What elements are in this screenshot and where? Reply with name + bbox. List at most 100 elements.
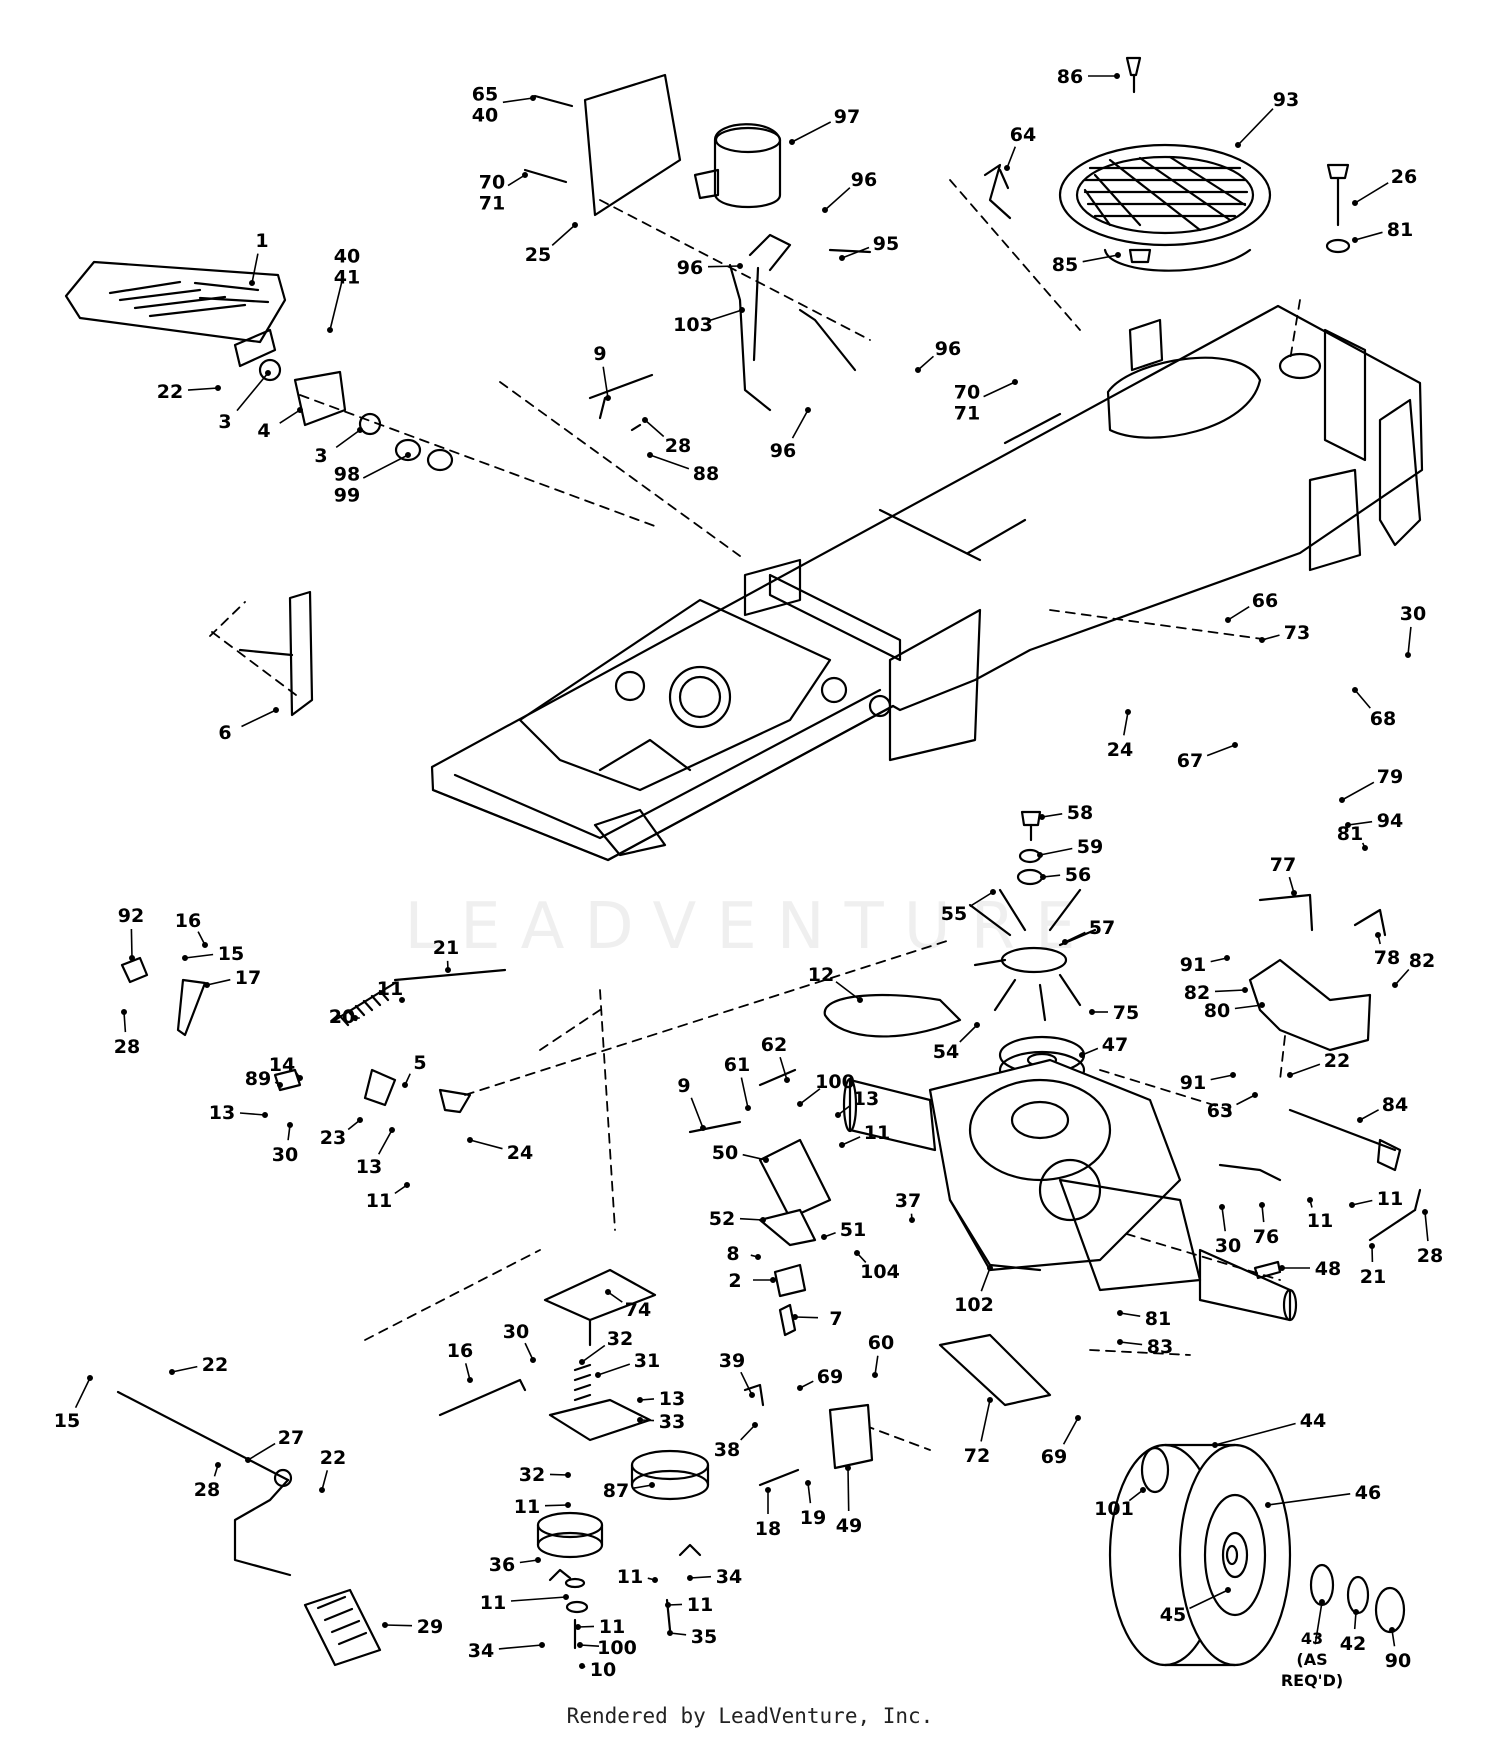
leader-tip-c28c bbox=[1422, 1209, 1429, 1216]
callout-label-c1: 1 bbox=[255, 230, 268, 252]
callout-label-c8: 8 bbox=[726, 1243, 739, 1265]
leader-tip-c62 bbox=[783, 1077, 790, 1084]
leader-line-c31 bbox=[597, 1363, 631, 1376]
callout-label-c11j: 11 bbox=[687, 1594, 713, 1616]
leader-line-c68 bbox=[1354, 689, 1371, 709]
leader-tip-c51 bbox=[820, 1234, 827, 1241]
leader-tip-c19 bbox=[804, 1480, 811, 1487]
callout-label-line: 38 bbox=[714, 1439, 740, 1461]
leader-line-c17 bbox=[206, 978, 231, 986]
leader-line-c22c bbox=[171, 1365, 198, 1373]
leader-tip-c73 bbox=[1259, 636, 1266, 643]
callout-label-line: 16 bbox=[447, 1340, 473, 1362]
callout-label-c28d: 28 bbox=[194, 1479, 220, 1501]
callout-label-c13a: 13 bbox=[209, 1102, 235, 1124]
callout-label-line: 66 bbox=[1252, 590, 1278, 612]
lever-23-24 bbox=[273, 1068, 472, 1114]
callout-label-c33: 33 bbox=[659, 1411, 685, 1433]
callout-label-line: 56 bbox=[1065, 864, 1091, 886]
callout-label-line: 104 bbox=[860, 1261, 900, 1283]
callout-label-c101: 101 bbox=[1094, 1498, 1134, 1520]
callout-label-c22a: 22 bbox=[157, 381, 183, 403]
callout-label-line: 67 bbox=[1177, 750, 1203, 772]
callout-label-c36: 36 bbox=[489, 1554, 515, 1576]
leader-line-c96b bbox=[707, 265, 741, 268]
leader-tip-c65-40 bbox=[529, 95, 536, 102]
callout-label-c102: 102 bbox=[954, 1294, 994, 1316]
callout-label-c96d: 96 bbox=[770, 440, 796, 462]
link-76 bbox=[1218, 1163, 1282, 1182]
leader-tip-c80 bbox=[1259, 1001, 1266, 1008]
leader-tip-c11i bbox=[574, 1624, 581, 1631]
callout-label-line: 89 bbox=[245, 1068, 271, 1090]
brackets-34 bbox=[548, 1543, 702, 1582]
leader-tip-c57 bbox=[1062, 938, 1069, 945]
callout-label-line: 49 bbox=[836, 1515, 862, 1537]
bolt-26 bbox=[1325, 163, 1351, 254]
callout-label-line: 97 bbox=[834, 106, 860, 128]
leader-tip-c11e bbox=[1349, 1202, 1356, 1209]
callout-label-line: 79 bbox=[1377, 766, 1403, 788]
leader-tip-c9a bbox=[604, 394, 611, 401]
leader-tip-c70-71a bbox=[521, 172, 528, 179]
transaxle bbox=[842, 1058, 1298, 1322]
callout-label-c74: 74 bbox=[625, 1299, 651, 1321]
leader-line-c30d bbox=[524, 1342, 534, 1361]
leader-line-c62 bbox=[779, 1056, 788, 1081]
leader-line-c98-99 bbox=[362, 454, 409, 479]
leader-tip-c11d bbox=[1307, 1197, 1314, 1204]
callout-label-line: 2 bbox=[728, 1270, 741, 1292]
leader-line-c9b bbox=[690, 1097, 704, 1129]
leader-tip-c38 bbox=[751, 1422, 758, 1429]
leader-tip-c35 bbox=[666, 1630, 673, 1637]
callout-label-c55: 55 bbox=[941, 903, 967, 925]
leader-tip-c89 bbox=[276, 1082, 283, 1089]
callout-label-c23: 23 bbox=[320, 1127, 346, 1149]
callout-label-c15a: 15 bbox=[218, 943, 244, 965]
leader-tip-c76 bbox=[1259, 1202, 1266, 1209]
callout-label-line: 81 bbox=[1337, 823, 1363, 845]
callout-label-c22b: 22 bbox=[1324, 1050, 1350, 1072]
leader-line-c11f bbox=[544, 1504, 569, 1507]
callout-label-line: 77 bbox=[1270, 854, 1296, 876]
rod-9-center bbox=[688, 1120, 742, 1134]
leader-tip-c87 bbox=[648, 1482, 655, 1489]
callout-label-c28a: 28 bbox=[665, 435, 691, 457]
leader-tip-c34a bbox=[686, 1575, 693, 1582]
callout-label-c11e: 11 bbox=[1377, 1188, 1403, 1210]
leader-line-c11g bbox=[510, 1596, 567, 1602]
bolt-18 bbox=[758, 1468, 800, 1487]
callout-label-c77: 77 bbox=[1270, 854, 1296, 876]
leader-tip-c91a bbox=[1224, 954, 1231, 961]
callout-label-c59: 59 bbox=[1077, 836, 1103, 858]
leader-tip-c3a bbox=[264, 369, 271, 376]
leader-line-c11c bbox=[841, 1136, 861, 1146]
callout-label-line: 81 bbox=[1387, 219, 1413, 241]
leader-line-c46 bbox=[1267, 1493, 1351, 1506]
callout-label-c100b: 100 bbox=[597, 1637, 637, 1659]
leader-line-c24b bbox=[469, 1139, 503, 1150]
leader-line-c13a bbox=[239, 1112, 266, 1116]
leader-line-c45 bbox=[1189, 1589, 1229, 1610]
leader-line-c28c bbox=[1424, 1211, 1429, 1242]
callout-label-c21b: 21 bbox=[1360, 1266, 1386, 1288]
leader-line-c40-41 bbox=[329, 279, 344, 331]
callout-label-line: 11 bbox=[480, 1592, 506, 1614]
leader-tip-c66 bbox=[1225, 616, 1232, 623]
leader-tip-c96b bbox=[736, 262, 743, 269]
callout-leader-lines bbox=[74, 73, 1429, 1670]
leader-tip-c64 bbox=[1003, 165, 1010, 172]
callout-label-c11i: 11 bbox=[599, 1616, 625, 1638]
callout-label-line: 72 bbox=[964, 1445, 990, 1467]
callout-label-line: 17 bbox=[235, 967, 261, 989]
callout-label-c34b: 34 bbox=[468, 1640, 494, 1662]
callout-label-c34a: 34 bbox=[716, 1566, 742, 1588]
callout-label-c93: 93 bbox=[1273, 89, 1299, 111]
callout-label-c79: 79 bbox=[1377, 766, 1403, 788]
callout-label-c25: 25 bbox=[525, 244, 551, 266]
leader-tip-c59 bbox=[1037, 851, 1044, 858]
leader-line-c63 bbox=[1236, 1094, 1256, 1106]
leader-line-c39 bbox=[740, 1371, 753, 1396]
